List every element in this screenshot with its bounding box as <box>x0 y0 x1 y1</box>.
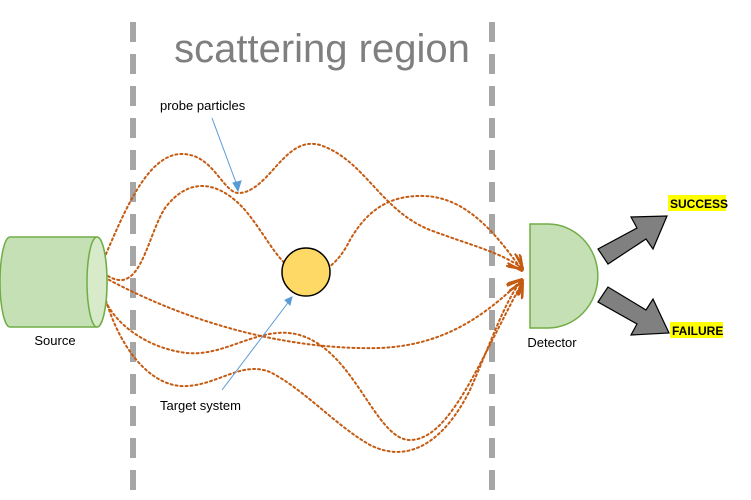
target-system-circle <box>281 247 331 297</box>
source-label: Source <box>34 333 75 348</box>
probe-path-lower-wave <box>99 275 522 453</box>
target-pointer-head <box>284 296 293 306</box>
probe-path-top <box>99 142 522 268</box>
failure-arrow <box>597 286 670 336</box>
probe-path-lower-straight <box>99 274 522 350</box>
success-label: SUCCESS <box>670 197 728 211</box>
success-arrow <box>597 215 668 265</box>
success-highlight <box>668 195 726 211</box>
probe-pointer-head <box>232 180 242 193</box>
probe-particles-label: probe particles <box>160 98 246 113</box>
pointer-lines <box>211 117 293 391</box>
region-title: scattering region <box>174 27 470 71</box>
probe-paths <box>99 142 522 453</box>
failure-highlight <box>670 322 723 338</box>
failure-label: FAILURE <box>672 324 723 338</box>
source-cylinder <box>0 236 108 328</box>
target-system-label: Target system <box>160 398 241 413</box>
probe-pointer <box>211 117 239 189</box>
target-pointer <box>221 299 291 391</box>
detector-label: Detector <box>527 335 577 350</box>
detector-shape <box>529 223 599 329</box>
probe-path-bottom <box>99 276 522 442</box>
